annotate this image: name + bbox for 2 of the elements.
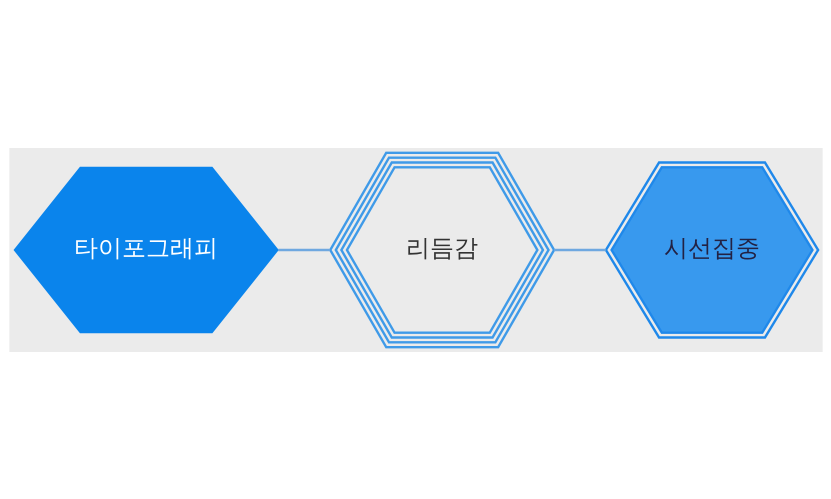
connector: [554, 248, 606, 251]
connector: [278, 248, 330, 251]
